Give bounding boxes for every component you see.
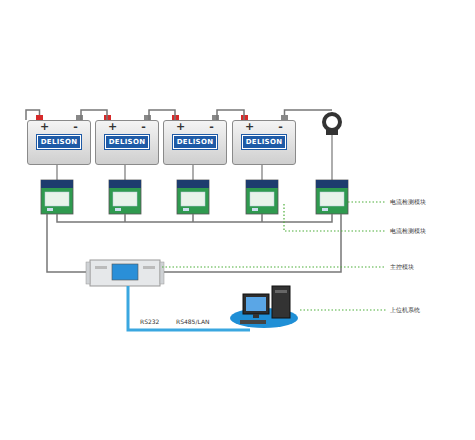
terminal-signs: +- bbox=[96, 121, 158, 133]
terminal-sign: + bbox=[40, 121, 49, 133]
brand-label: DELISON bbox=[173, 135, 218, 149]
series-wire bbox=[217, 110, 244, 120]
series-wire bbox=[26, 110, 40, 120]
terminal-signs: +- bbox=[28, 121, 90, 133]
terminal-signs: +- bbox=[233, 121, 295, 133]
battery-box: +-DELISON bbox=[95, 120, 159, 165]
series-wire bbox=[81, 110, 107, 120]
series-wire bbox=[285, 110, 333, 115]
host-computer bbox=[230, 286, 298, 328]
terminal-sign: + bbox=[176, 121, 185, 133]
module-label: 主控模块 bbox=[390, 263, 414, 271]
battery-box: +-DELISON bbox=[163, 120, 227, 165]
terminal-sign: - bbox=[141, 121, 146, 133]
sense-leads bbox=[57, 165, 262, 180]
module-label: 电流检测模块 bbox=[390, 198, 426, 206]
current-sensor bbox=[324, 114, 340, 180]
terminal-sign: - bbox=[73, 121, 78, 133]
series-wire bbox=[149, 110, 175, 120]
terminal-sign: + bbox=[108, 121, 117, 133]
main-control-unit bbox=[86, 260, 164, 286]
comm-cable bbox=[128, 286, 250, 330]
detection-modules bbox=[41, 180, 348, 214]
battery-box: +-DELISON bbox=[27, 120, 91, 165]
terminal-sign: - bbox=[278, 121, 283, 133]
brand-label: DELISON bbox=[242, 135, 287, 149]
terminal-sign: - bbox=[209, 121, 214, 133]
terminal-signs: +- bbox=[164, 121, 226, 133]
port-label: RS232 bbox=[140, 318, 159, 326]
module-label: 上位机系统 bbox=[390, 306, 420, 314]
battery-box: +-DELISON bbox=[232, 120, 296, 165]
brand-label: DELISON bbox=[105, 135, 150, 149]
leader-lines bbox=[162, 202, 386, 310]
port-label: RS485/LAN bbox=[176, 318, 210, 326]
terminal-sign: + bbox=[245, 121, 254, 133]
module-label: 电流检测模块 bbox=[390, 227, 426, 235]
brand-label: DELISON bbox=[37, 135, 82, 149]
